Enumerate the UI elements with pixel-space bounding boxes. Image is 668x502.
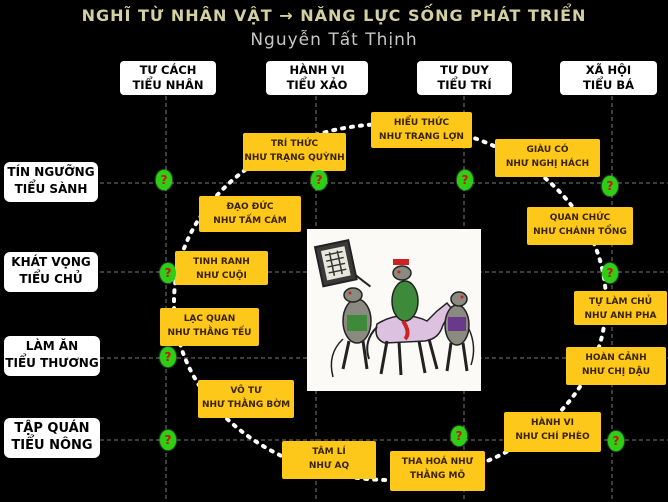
question-marker: ? (160, 263, 176, 283)
question-marker: ? (602, 263, 618, 283)
row-header-line: TIỂU CHỦ (19, 272, 83, 286)
column-header-line: TIỂU XẢO (286, 78, 348, 92)
trait-box-line: VÔ TƯ (230, 386, 262, 396)
column-header-line: TƯ DUY (440, 63, 489, 77)
trait-box-giau-co: GIÀU CÓ NHƯ NGHỊ HÁCH (495, 139, 600, 177)
trait-box-line: NHƯ TRẠNG QUỲNH (244, 153, 345, 163)
row-header-line: TÍN NGƯỠNG (7, 165, 95, 179)
question-marker: ? (608, 431, 624, 451)
trait-box-quan-chuc: QUAN CHỨC NHƯ CHÁNH TỔNG (527, 207, 633, 245)
trait-box-tu-lam-chu: TỰ LÀM CHỦ NHƯ ANH PHA (574, 291, 667, 325)
trait-box-line: NHƯ NGHỊ HÁCH (505, 159, 590, 169)
column-header-tu-cach: TƯ CÁCH TIỂU NHÂN (120, 61, 216, 95)
question-marker: ? (160, 430, 176, 450)
trait-box-line: NHƯ CUỘI (196, 271, 247, 281)
column-header-hanh-vi: HÀNH VI TIỂU XẢO (266, 61, 368, 95)
rat-wedding-illustration (307, 229, 481, 391)
row-header-line: LÀM ĂN (25, 339, 79, 353)
trait-box-dao-duc: ĐẠO ĐỨC NHƯ TẤM CÁM (199, 196, 301, 232)
trait-box-hieu-thuc: HIỂU THỨC NHƯ TRẠNG LỢN (371, 112, 472, 148)
trait-box-line: NHƯ CHỊ DẬU (581, 367, 651, 377)
trait-box-tha-hoa: THA HOÁ NHƯ THẰNG MÕ (390, 451, 485, 491)
column-header-line: TIỂU TRÍ (437, 78, 492, 92)
trait-box-line: THẰNG MÕ (409, 471, 466, 481)
trait-box-hoan-canh: HOÀN CẢNH NHƯ CHỊ DẬU (566, 347, 666, 385)
question-marker: ? (160, 347, 176, 367)
column-header-line: TIỂU NHÂN (132, 78, 204, 92)
trait-box-line: TRÍ THỨC (270, 139, 319, 149)
trait-box-line: GIÀU CÓ (526, 145, 569, 155)
author: Nguyễn Tất Thịnh (250, 30, 418, 50)
trait-box-line: NHƯ THẰNG BỜM (201, 400, 291, 410)
page-title: NGHĨ TỪ NHÂN VẬT → NĂNG LỰC SỐNG PHÁT TR… (81, 6, 587, 25)
row-header-line: TẬP QUÁN (14, 421, 90, 436)
column-header-line: TƯ CÁCH (139, 63, 197, 77)
trait-box-tinh-ranh: TINH RANH NHƯ CUỘI (175, 251, 268, 285)
trait-box-line: NHƯ THẰNG TẾU (167, 328, 252, 338)
trait-box-line: TINH RANH (193, 257, 250, 267)
question-marker: ? (311, 170, 327, 190)
row-header-lam-an: LÀM ĂN TIỂU THƯƠNG (4, 336, 100, 376)
row-header-line: TIỂU SÀNH (14, 182, 88, 196)
trait-box-line: QUAN CHỨC (549, 213, 611, 223)
trait-box-tri-thuc: TRÍ THỨC NHƯ TRẠNG QUỲNH (243, 133, 346, 171)
trait-box-line: NHƯ AQ (308, 461, 350, 471)
question-marker: ? (156, 170, 172, 190)
trait-box-line: NHƯ CHÍ PHÈO (515, 432, 590, 442)
trait-box-lac-quan: LẠC QUAN NHƯ THẰNG TẾU (160, 308, 259, 346)
trait-box-line: HOÀN CẢNH (585, 353, 647, 363)
column-header-line: XÃ HỘI (585, 63, 632, 77)
folk-painting-image (307, 229, 481, 391)
trait-box-line: NHƯ ANH PHA (584, 311, 657, 321)
question-marker: ? (602, 176, 618, 196)
row-header-tap-quan: TẬP QUÁN TIỂU NÔNG (4, 418, 100, 458)
row-header-line: KHÁT VỌNG (11, 255, 91, 269)
trait-box-line: LẠC QUAN (183, 314, 236, 324)
column-header-tu-duy: TƯ DUY TIỂU TRÍ (417, 61, 512, 95)
trait-box-line: NHƯ CHÁNH TỔNG (533, 227, 627, 237)
column-header-line: HÀNH VI (289, 63, 345, 77)
trait-box-tam-li: TÂM LÍ NHƯ AQ (282, 441, 376, 479)
trait-box-line: NHƯ TRẠNG LỢN (379, 132, 464, 142)
row-header-line: TIỂU THƯƠNG (5, 356, 99, 370)
trait-box-line: HÀNH VI (530, 418, 574, 428)
trait-box-line: HIỂU THỨC (393, 118, 450, 128)
trait-box-line: TÂM LÍ (312, 447, 346, 457)
column-header-line: TIỂU BÁ (583, 78, 634, 92)
row-header-khat-vong: KHÁT VỌNG TIỂU CHỦ (4, 252, 98, 292)
trait-box-line: NHƯ TẤM CÁM (213, 216, 287, 226)
trait-box-line: TỰ LÀM CHỦ (588, 297, 653, 307)
trait-box-line: ĐẠO ĐỨC (226, 202, 274, 212)
row-header-tin-nguong: TÍN NGƯỠNG TIỂU SÀNH (4, 162, 98, 202)
trait-box-line: THA HOÁ NHƯ (401, 457, 474, 467)
trait-box-hanh-vi: HÀNH VI NHƯ CHÍ PHÈO (504, 412, 601, 452)
question-marker: ? (451, 426, 467, 446)
column-header-xa-hoi: XÃ HỘI TIỂU BÁ (560, 61, 657, 95)
trait-box-vo-tu: VÔ TƯ NHƯ THẰNG BỜM (198, 380, 294, 418)
question-marker: ? (457, 170, 473, 190)
row-header-line: TIỂU NÔNG (11, 438, 93, 453)
